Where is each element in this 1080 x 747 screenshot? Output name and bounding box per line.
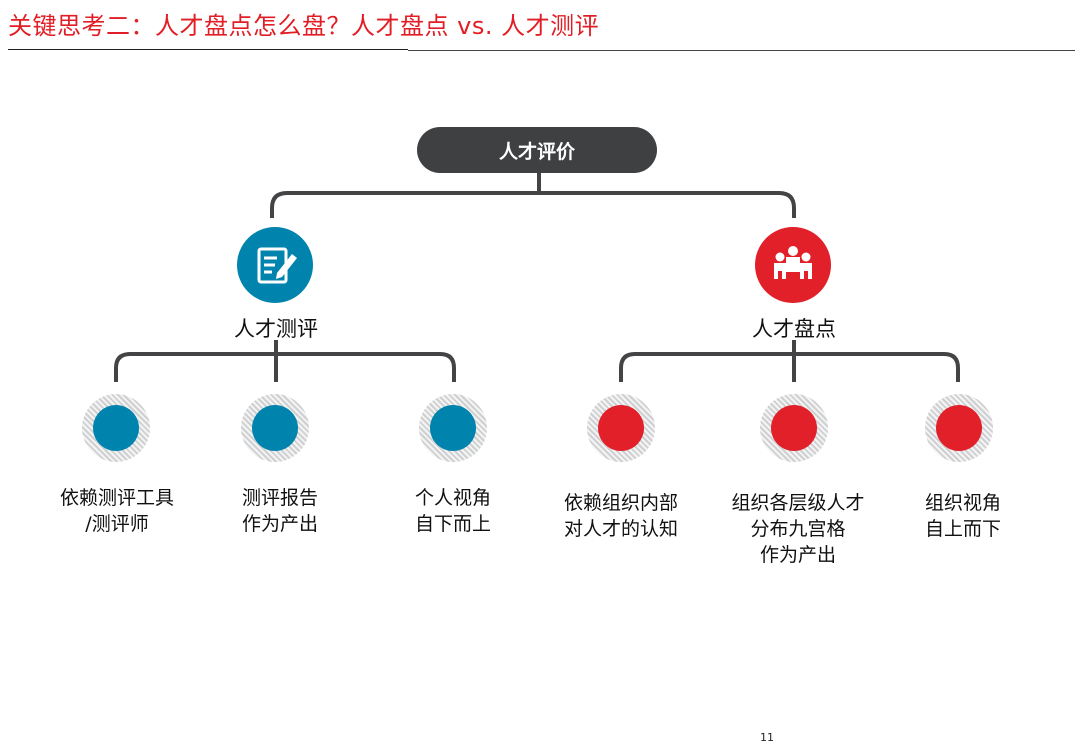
slide-title: 关键思考二：人才盘点怎么盘？人才盘点 vs. 人才测评: [8, 12, 600, 40]
talent-review-badge: [755, 227, 831, 303]
leaf-dot-assessment-2: [241, 394, 309, 462]
leaf-dot-assessment-3: [419, 394, 487, 462]
leaf-line: 组织各层级人才: [731, 492, 865, 514]
branch-label-review: 人才盘点: [752, 317, 836, 341]
leaf-text-assessment-2: 测评报告 作为产出: [190, 485, 370, 537]
leaf-line: 对人才的认知: [563, 518, 678, 540]
leaf-line: 依赖测评工具: [59, 487, 174, 509]
leaf-line: 个人视角: [414, 487, 491, 509]
title-divider: [408, 50, 1075, 51]
leaf-text-assessment-1: 依赖测评工具 /测评师: [27, 485, 207, 537]
title-underline: [8, 49, 408, 50]
leaf-line: 测评报告: [241, 487, 318, 509]
leaf-dot-review-2: [760, 394, 828, 462]
leaf-line: 分布九宫格: [750, 518, 846, 540]
branch-label-assessment: 人才测评: [234, 317, 318, 341]
leaf-text-review-1: 依赖组织内部 对人才的认知: [531, 490, 711, 542]
leaf-dot-assessment-1: [82, 394, 150, 462]
leaf-text-review-2: 组织各层级人才 分布九宫格 作为产出: [708, 490, 888, 568]
leaf-line: 作为产出: [759, 544, 836, 566]
leaf-dot-review-1: [587, 394, 655, 462]
right-bracket: [619, 352, 960, 382]
root-bracket: [270, 191, 796, 218]
leaf-text-review-3: 组织视角 自上而下: [873, 490, 1053, 542]
leaf-line: 作为产出: [241, 513, 318, 535]
edit-document-icon: [257, 247, 297, 284]
leaf-line: /测评师: [85, 513, 149, 535]
left-bracket: [114, 352, 456, 382]
page-number: 11: [760, 731, 774, 744]
leaf-dot-review-3: [925, 394, 993, 462]
leaf-line: 自上而下: [924, 518, 1001, 540]
team-meeting-icon: [774, 246, 812, 279]
leaf-text-assessment-3: 个人视角 自下而上: [363, 485, 543, 537]
leaf-line: 自下而上: [414, 513, 491, 535]
talent-assessment-badge: [237, 227, 313, 303]
leaf-line: 依赖组织内部: [563, 492, 678, 514]
root-node: 人才评价: [417, 127, 657, 173]
leaf-line: 组织视角: [924, 492, 1001, 514]
